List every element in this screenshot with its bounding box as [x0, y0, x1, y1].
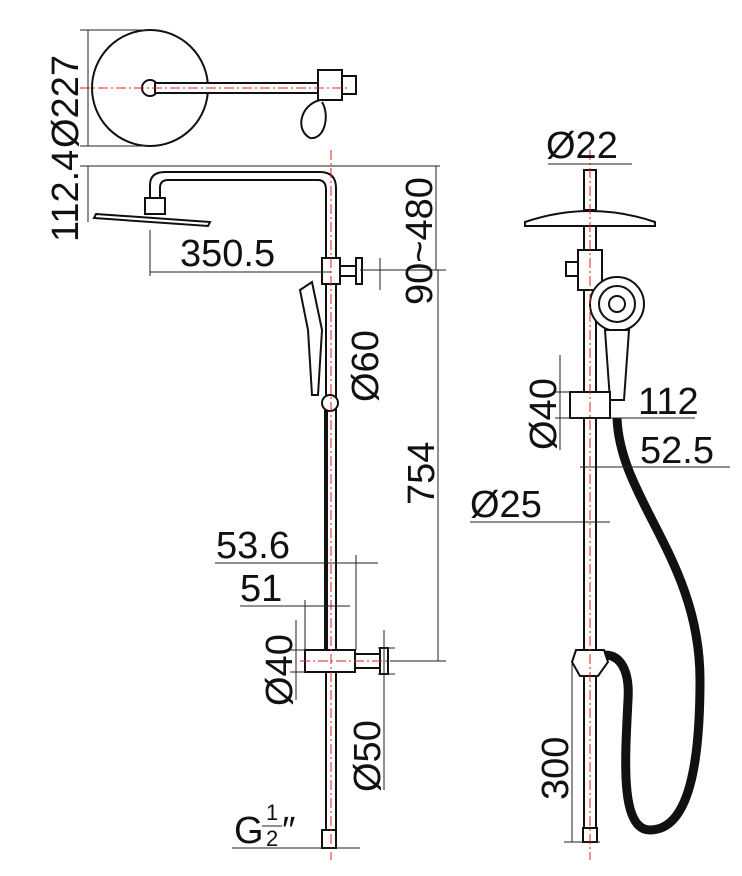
riser-height-label: 754 [401, 442, 443, 505]
adjust-range-label: 90~480 [399, 177, 441, 305]
mixer-front [304, 649, 356, 673]
svg-text:1: 1 [266, 800, 278, 825]
holder-diameter-label: Ø60 [345, 330, 387, 402]
mixer-width-label: 53.6 [216, 525, 290, 567]
top-view: Ø227 112.4 [45, 29, 440, 242]
hose [604, 417, 705, 835]
bottom-height-label: 300 [535, 737, 577, 800]
offset-112-label: 112 [638, 381, 699, 423]
thread-label: G 1 2 ″ [234, 800, 295, 852]
rain-head-front [92, 212, 212, 228]
mixer-inner-label: 51 [240, 568, 282, 610]
handle-diameter-label: Ø40 [523, 378, 565, 450]
outlet-diameter-label: Ø50 [347, 720, 389, 792]
front-view: 350.5 90~480 Ø60 754 53.6 51 Ø40 Ø50 G 1… [92, 150, 446, 860]
svg-text:2: 2 [266, 826, 278, 851]
diameter-227-label: Ø227 [45, 55, 87, 148]
height-112-4-label: 112.4 [45, 150, 87, 242]
side-view: Ø22 Ø40 112 52.5 Ø25 300 [470, 125, 730, 860]
offset-52-5-label: 52.5 [640, 430, 714, 472]
svg-text:″: ″ [282, 810, 295, 852]
svg-text:G: G [234, 810, 264, 852]
arm-length-label: 350.5 [180, 233, 275, 275]
top-diameter-label: Ø22 [546, 125, 618, 167]
hand-shower-front [298, 280, 324, 396]
riser-diameter-label: Ø25 [470, 484, 542, 526]
mixer-diameter-label: Ø40 [259, 634, 301, 706]
